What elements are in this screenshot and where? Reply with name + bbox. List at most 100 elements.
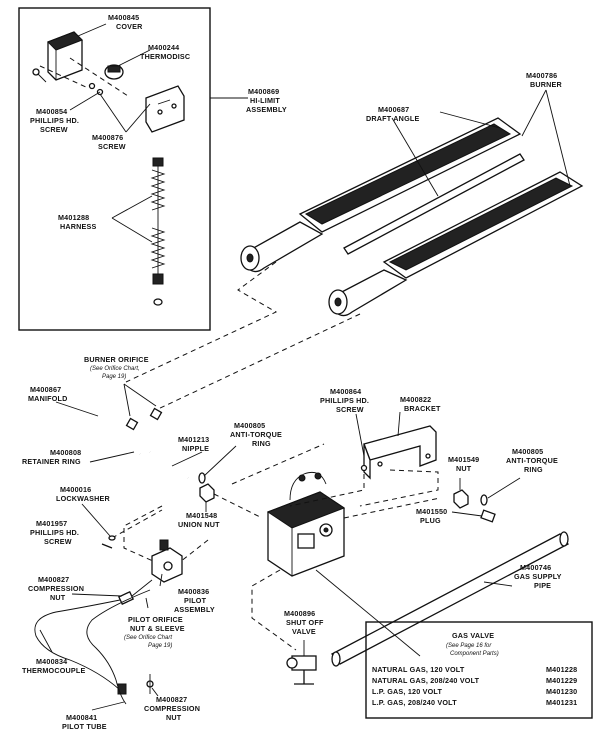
label-screw-top: M400876 SCREW — [92, 133, 126, 151]
label-thermocouple: M400834 THERMOCOUPLE — [22, 657, 85, 675]
svg-text:PHILLIPS HD.: PHILLIPS HD. — [30, 528, 79, 537]
hi-limit-bracket-part — [145, 85, 185, 133]
svg-text:M400805: M400805 — [234, 421, 265, 430]
svg-text:SHUT OFF: SHUT OFF — [286, 618, 324, 627]
svg-text:M400836: M400836 — [178, 587, 209, 596]
svg-text:NUT: NUT — [50, 593, 66, 602]
gas-valve-table-box — [365, 621, 593, 719]
nut-right-part — [453, 489, 469, 509]
svg-text:M400822: M400822 — [400, 395, 431, 404]
nipple-part — [148, 450, 190, 480]
svg-text:M401548: M401548 — [186, 511, 217, 520]
svg-text:M400834: M400834 — [36, 657, 67, 666]
phillips-screw-bracket-part — [360, 464, 368, 472]
anti-torque-ring-right-part — [480, 494, 488, 506]
svg-text:L.P. GAS, 120 VOLT: L.P. GAS, 120 VOLT — [372, 687, 442, 696]
gas-valve-row: NATURAL GAS, 120 VOLT M401228 — [372, 665, 577, 674]
svg-text:M400746: M400746 — [520, 563, 551, 572]
label-compression-nut-top: M400827 COMPRESSION NUT — [28, 575, 84, 602]
plug-part — [480, 509, 496, 523]
svg-text:BURNER: BURNER — [530, 80, 563, 89]
svg-text:GAS SUPPLY: GAS SUPPLY — [514, 572, 562, 581]
svg-text:NIPPLE: NIPPLE — [182, 444, 209, 453]
svg-text:M400827: M400827 — [156, 695, 187, 704]
label-plug: M401550 PLUG — [416, 507, 447, 525]
svg-text:SCREW: SCREW — [98, 142, 126, 151]
svg-text:VALVE: VALVE — [292, 627, 316, 636]
svg-text:M401228: M401228 — [546, 665, 577, 674]
svg-text:M401230: M401230 — [546, 687, 577, 696]
lockwasher-part — [108, 535, 116, 541]
harness-part — [150, 157, 166, 306]
label-pilot-assembly: M400836 PILOT ASSEMBLY — [174, 587, 215, 614]
svg-text:SCREW: SCREW — [40, 125, 68, 134]
svg-text:Page 19): Page 19) — [148, 643, 172, 649]
svg-text:M400244: M400244 — [148, 43, 179, 52]
label-nipple: M401213 NIPPLE — [178, 435, 209, 453]
svg-text:ANTI-TORQUE: ANTI-TORQUE — [506, 456, 558, 465]
svg-text:M400805: M400805 — [512, 447, 543, 456]
svg-text:RING: RING — [252, 439, 271, 448]
label-hi-limit: M400869 HI-LIMIT ASSEMBLY — [246, 87, 287, 114]
svg-text:COMPRESSION: COMPRESSION — [144, 704, 200, 713]
svg-text:RETAINER RING: RETAINER RING — [22, 457, 81, 466]
svg-text:SCREW: SCREW — [336, 405, 364, 414]
label-phillips-screw-top: M400854 PHILLIPS HD. SCREW — [30, 107, 79, 134]
label-compression-nut-bottom: M400827 COMPRESSION NUT — [144, 695, 200, 722]
svg-text:(See Orifice Chart: (See Orifice Chart — [124, 635, 172, 641]
svg-text:PIPE: PIPE — [534, 581, 551, 590]
burner-upper-part — [240, 117, 522, 273]
label-draft-angle: M400687 DRAFT ANGLE — [366, 105, 419, 123]
svg-text:HI-LIMIT: HI-LIMIT — [250, 96, 280, 105]
label-manifold: M400867 MANIFOLD — [28, 385, 67, 403]
svg-text:UNION NUT: UNION NUT — [178, 520, 220, 529]
gas-valve-part — [266, 471, 346, 577]
svg-text:M400876: M400876 — [92, 133, 123, 142]
svg-text:BRACKET: BRACKET — [404, 404, 441, 413]
svg-text:THERMODISC: THERMODISC — [140, 52, 190, 61]
svg-text:SCREW: SCREW — [44, 537, 72, 546]
gas-valve-note-1: (See Page 16 for — [446, 643, 492, 649]
svg-text:PILOT: PILOT — [184, 596, 207, 605]
label-gas-supply-pipe: M400746 GAS SUPPLY PIPE — [514, 563, 562, 590]
screw-part — [88, 82, 104, 96]
svg-text:NATURAL GAS, 208/240 VOLT: NATURAL GAS, 208/240 VOLT — [372, 676, 480, 685]
svg-text:M400845: M400845 — [108, 13, 139, 22]
svg-text:M400869: M400869 — [248, 87, 279, 96]
label-thermodisc: M400244 THERMODISC — [140, 43, 190, 61]
svg-text:M401229: M401229 — [546, 676, 577, 685]
draft-angle-part — [343, 153, 525, 255]
svg-text:M400808: M400808 — [50, 448, 81, 457]
svg-text:ASSEMBLY: ASSEMBLY — [246, 105, 287, 114]
anti-torque-ring-left-part — [198, 472, 206, 484]
svg-text:RING: RING — [524, 465, 543, 474]
svg-text:ANTI-TORQUE: ANTI-TORQUE — [230, 430, 282, 439]
label-phillips-screw-left: M401957 PHILLIPS HD. SCREW — [30, 519, 79, 546]
phillips-screw-left-part — [101, 543, 113, 549]
svg-text:COVER: COVER — [116, 22, 143, 31]
label-harness: M401288 HARNESS — [58, 213, 97, 231]
hi-limit-detail-box — [18, 7, 211, 331]
svg-text:M400867: M400867 — [30, 385, 61, 394]
svg-text:M401213: M401213 — [178, 435, 209, 444]
label-anti-torque-left: M400805 ANTI-TORQUE RING — [230, 421, 282, 448]
svg-text:M401231: M401231 — [546, 698, 577, 707]
svg-text:M400016: M400016 — [60, 485, 91, 494]
svg-text:NUT: NUT — [456, 464, 472, 473]
label-shut-off-valve: M400896 SHUT OFF VALVE — [284, 609, 324, 636]
svg-text:NUT: NUT — [166, 713, 182, 722]
burner-lower-part — [328, 171, 584, 317]
phillips-screw-part — [32, 68, 47, 83]
label-lockwasher: M400016 LOCKWASHER — [56, 485, 110, 503]
svg-text:M400854: M400854 — [36, 107, 67, 116]
label-nut-right: M401549 NUT — [448, 455, 479, 473]
label-union-nut: M401548 UNION NUT — [178, 511, 220, 529]
thermodisc-part — [104, 49, 151, 80]
svg-text:HARNESS: HARNESS — [60, 222, 97, 231]
svg-text:NUT & SLEEVE: NUT & SLEEVE — [130, 624, 185, 633]
label-bracket: M400822 BRACKET — [400, 395, 441, 413]
svg-text:L.P. GAS, 208/240 VOLT: L.P. GAS, 208/240 VOLT — [372, 698, 457, 707]
svg-text:M400864: M400864 — [330, 387, 361, 396]
compression-nut-top-part — [118, 590, 134, 606]
